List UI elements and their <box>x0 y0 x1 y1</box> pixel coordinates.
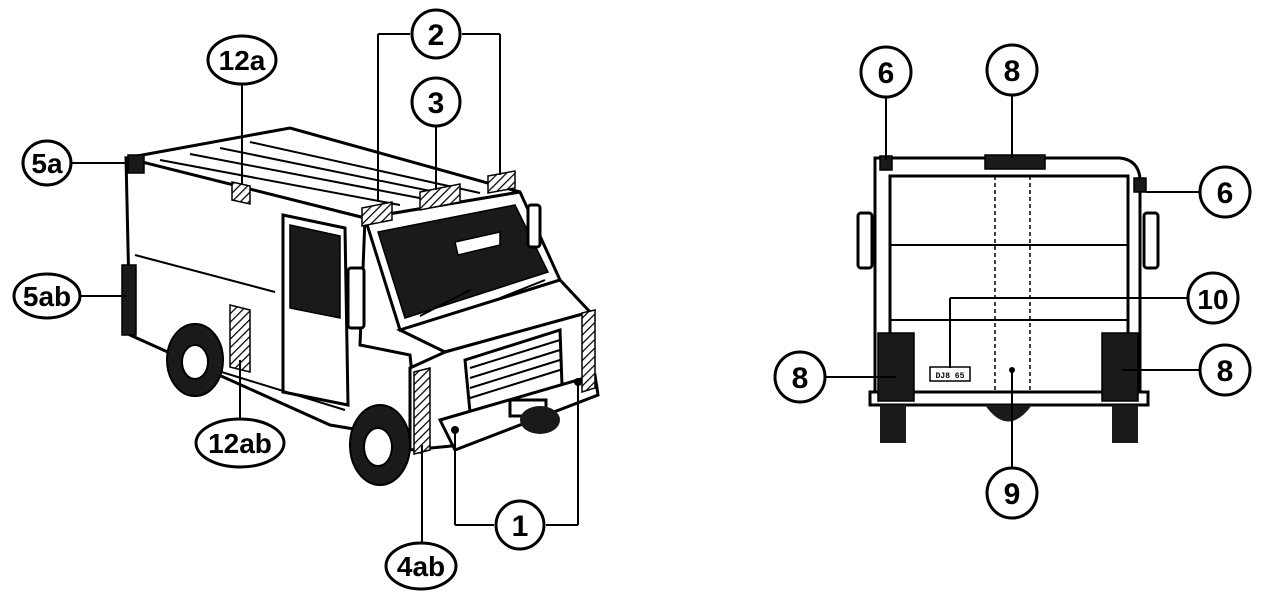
callout-4ab: 4ab <box>384 541 458 591</box>
callout-12ab-text: 12ab <box>208 428 272 459</box>
callout-6-left: 6 <box>859 45 913 99</box>
callout-12a: 12a <box>206 34 278 86</box>
callout-9-text: 9 <box>1004 478 1021 511</box>
callout-8-top-text: 8 <box>1004 55 1021 88</box>
marker-6-right-top <box>1133 177 1147 193</box>
van-three-quarter-view <box>68 33 600 545</box>
callout-8-left: 8 <box>773 350 827 404</box>
callout-9: 9 <box>985 466 1039 520</box>
marker-3-center-top <box>419 183 461 211</box>
callout-2-text: 2 <box>428 19 445 52</box>
callout-1-text: 1 <box>512 510 529 543</box>
callout-6-right-text: 6 <box>1217 177 1234 210</box>
marker-4ab-front-right <box>581 309 596 394</box>
callout-12ab: 12ab <box>194 417 286 469</box>
callout-12a-text: 12a <box>219 45 266 76</box>
side-mirror-right <box>526 203 542 249</box>
rear-mirror-left <box>856 211 874 270</box>
front-wheel <box>349 404 411 486</box>
rear-wheel <box>166 323 224 397</box>
rear-doors <box>888 174 1130 394</box>
marker-8-right-lower <box>1101 332 1139 402</box>
rear-mirror-right <box>1142 211 1160 270</box>
marker-5a-rear-top <box>127 154 145 174</box>
side-mirror-left <box>346 266 366 330</box>
rear-tire-right <box>1112 405 1138 443</box>
wiper-left <box>419 289 471 317</box>
windshield-glass <box>377 204 550 319</box>
callout-3: 3 <box>410 76 462 128</box>
roof-ribs <box>159 141 481 206</box>
side-crease <box>134 254 276 293</box>
callout-3-text: 3 <box>428 87 445 120</box>
callout-8-top: 8 <box>985 43 1039 97</box>
leader-lines-right <box>826 94 1200 470</box>
callout-5ab-text: 5ab <box>23 281 71 312</box>
front-right-wheel <box>520 406 560 434</box>
callouts: 2 3 12a 5a 5ab 12ab 1 4ab <box>12 8 1252 591</box>
callout-5a: 5a <box>21 139 73 187</box>
marker-4ab-front-left <box>413 367 431 455</box>
side-door-window <box>289 224 341 319</box>
callout-10-text: 10 <box>1197 284 1228 315</box>
rear-plate-text: DJ8 65 <box>936 372 965 381</box>
callout-8-right: 8 <box>1198 343 1252 397</box>
callout-6-right: 6 <box>1198 165 1252 219</box>
marker-12ab-lower-side <box>229 304 251 373</box>
marker-2-right-top <box>487 170 516 194</box>
marker-2-left-top <box>361 201 393 227</box>
marker-12a-upper-side <box>231 181 251 205</box>
callout-4ab-text: 4ab <box>397 551 445 582</box>
callout-5a-text: 5a <box>31 148 63 179</box>
rear-tire-left <box>880 405 906 443</box>
callout-1: 1 <box>494 499 546 551</box>
leader-lines-left <box>68 33 579 545</box>
marker-8-top-center <box>984 154 1046 170</box>
callout-6-left-text: 6 <box>878 57 895 90</box>
marker-8-left-lower <box>877 332 915 402</box>
callout-8-right-text: 8 <box>1217 355 1234 388</box>
mirror-inside <box>454 231 501 256</box>
rear-hitch <box>985 405 1032 422</box>
callout-5ab: 5ab <box>12 272 82 320</box>
callout-2: 2 <box>410 8 462 60</box>
callout-8-left-text: 8 <box>792 362 809 395</box>
marker-5ab-rear-side <box>121 264 137 336</box>
callout-10: 10 <box>1186 271 1240 325</box>
rocker-line <box>214 369 346 411</box>
van-rear-view: DJ8 65 <box>826 94 1200 470</box>
